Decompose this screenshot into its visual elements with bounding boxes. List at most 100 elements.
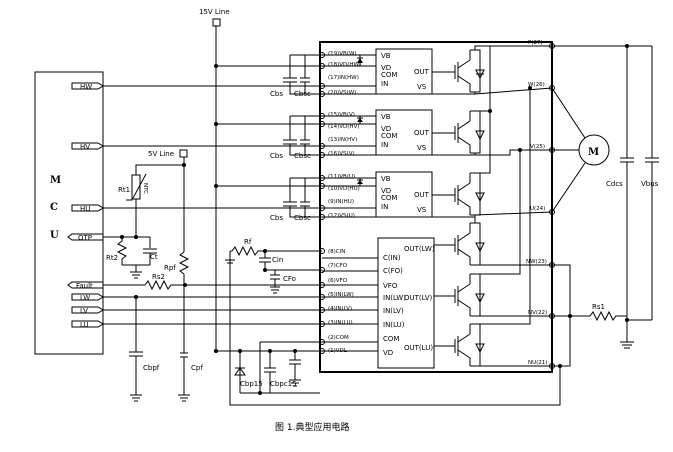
svg-text:V(25): V(25) <box>530 144 545 150</box>
svg-text:VD: VD <box>381 125 391 133</box>
external-power-stage: Cdcs Vbus M Rs1 <box>229 44 659 406</box>
svg-text:COM: COM <box>381 194 397 202</box>
svg-text:NV(22): NV(22) <box>528 310 547 316</box>
svg-text:NU(21): NU(21) <box>528 360 547 366</box>
svg-text:LW: LW <box>80 294 90 302</box>
svg-text:Rt1: Rt1 <box>118 186 130 194</box>
mcu-signal-fault: Fault <box>67 281 104 290</box>
supply-15v: 15V Line <box>199 8 322 353</box>
supply-5v-label: 5V Line <box>148 150 174 158</box>
svg-text:IN: IN <box>381 203 388 211</box>
svg-text:OUT: OUT <box>414 68 430 76</box>
svg-text:(2)COM: (2)COM <box>328 335 349 341</box>
svg-text:(19)VB(W): (19)VB(W) <box>328 51 357 57</box>
bootstrap-diodes <box>357 55 363 186</box>
svg-text:VS: VS <box>417 144 427 152</box>
svg-text:(18)VD(HW): (18)VD(HW) <box>328 62 361 68</box>
cbpf-capacitor: Cbpf <box>129 297 160 402</box>
mcu-signal-hw: HW <box>71 82 104 91</box>
svg-text:Cbs: Cbs <box>270 214 283 222</box>
ntc-thermistor-rt1: Rt1 NTC <box>118 173 148 237</box>
svg-text:VFO: VFO <box>383 282 398 290</box>
svg-text:(15)VB(V): (15)VB(V) <box>328 112 355 118</box>
svg-text:IN(LW): IN(LW) <box>383 294 406 302</box>
svg-text:Rt2: Rt2 <box>106 254 118 262</box>
svg-text:IN(LV): IN(LV) <box>383 307 404 315</box>
rf-cin-network: Rf Cin <box>225 238 322 272</box>
svg-text:COM: COM <box>383 335 399 343</box>
svg-text:IN: IN <box>381 141 388 149</box>
svg-text:Fault: Fault <box>76 282 93 290</box>
svg-text:OUT(LV): OUT(LV) <box>404 294 433 302</box>
cpf-capacitor: Cpf <box>178 352 203 402</box>
svg-text:Cbs: Cbs <box>270 152 283 160</box>
svg-text:Rs2: Rs2 <box>152 273 165 281</box>
svg-text:LU: LU <box>80 321 89 329</box>
supply-15v-label: 15V Line <box>199 8 230 16</box>
svg-text:Cbpc15: Cbpc15 <box>270 380 297 388</box>
hv-driver-w: VB VD COM IN OUT VS (19)VB(W) (18)VD(HW)… <box>319 48 433 97</box>
svg-text:(5)IN(LW): (5)IN(LW) <box>328 292 354 298</box>
svg-text:Rf: Rf <box>244 238 252 246</box>
svg-text:(8)CIN: (8)CIN <box>328 249 345 255</box>
svg-text:NW(23): NW(23) <box>526 259 547 265</box>
mcu-letter-c: C <box>50 202 58 213</box>
mcu-signal-hu: HU <box>71 204 104 213</box>
bootstrap-caps: Cbs Cbsc Cbs Cbsc Cbs Cbsc <box>270 54 322 222</box>
svg-text:Cpf: Cpf <box>191 364 203 372</box>
igbt-bridge <box>432 45 553 367</box>
svg-text:IN(LU): IN(LU) <box>383 321 405 329</box>
svg-text:W(26): W(26) <box>528 82 545 88</box>
mcu-signal-otp: OTP <box>67 233 104 242</box>
svg-text:(10)VD(HU): (10)VD(HU) <box>328 186 360 192</box>
svg-text:VB: VB <box>381 175 391 183</box>
svg-text:(17)IN(HW): (17)IN(HW) <box>328 75 359 81</box>
hv-driver-v: VB VD COM IN OUT VS (15)VB(V) (14)VD(HV)… <box>319 109 433 158</box>
svg-text:(11)VB(U): (11)VB(U) <box>328 174 355 180</box>
svg-text:(20)VS(W): (20)VS(W) <box>328 90 356 96</box>
svg-text:COM: COM <box>381 132 397 140</box>
mcu-signal-lv: LV <box>71 306 104 315</box>
svg-text:VD: VD <box>383 349 393 357</box>
svg-text:VS: VS <box>417 83 427 91</box>
svg-text:IN: IN <box>381 80 388 88</box>
svg-text:VD: VD <box>381 64 391 72</box>
mcu-block: M C U HW HV HU OTP Fault LW LV <box>34 71 104 355</box>
svg-text:Cin: Cin <box>272 256 283 264</box>
mcu-letter-u: U <box>50 230 59 241</box>
svg-text:Cbpf: Cbpf <box>143 364 160 372</box>
mcu-signal-lu: LU <box>71 320 104 329</box>
svg-text:Cbsc: Cbsc <box>294 214 311 222</box>
vdl-bypass-network: Cbp15 Cbpc15 <box>234 341 322 395</box>
svg-text:C(IN): C(IN) <box>383 254 401 262</box>
rs2-resistor: Rs2 <box>144 273 178 291</box>
svg-text:Ct: Ct <box>150 253 158 261</box>
svg-text:(6)VFO: (6)VFO <box>328 278 348 284</box>
svg-text:CFo: CFo <box>283 275 296 283</box>
figure-caption: 图 1.典型应用电路 <box>275 421 349 433</box>
svg-text:(12)VS(U): (12)VS(U) <box>328 213 355 219</box>
svg-text:LV: LV <box>80 307 88 315</box>
svg-text:OTP: OTP <box>78 234 92 242</box>
svg-text:VB: VB <box>381 52 391 60</box>
svg-text:(9)IN(HU): (9)IN(HU) <box>328 199 354 205</box>
svg-text:COM: COM <box>381 71 397 79</box>
supply-5v: 5V Line Rpf <box>135 149 190 353</box>
svg-text:OUT: OUT <box>414 129 430 137</box>
signal-wires <box>103 85 322 325</box>
mcu-signal-lw: LW <box>71 293 104 302</box>
hv-driver-u: VB VD COM IN OUT VS (11)VB(U) (10)VD(HU)… <box>319 171 433 220</box>
svg-text:HV: HV <box>80 143 90 151</box>
svg-text:VB: VB <box>381 113 391 121</box>
svg-text:(13)IN(HV): (13)IN(HV) <box>328 137 357 143</box>
otp-network: Rt2 Ct <box>103 235 158 279</box>
svg-text:Cbs: Cbs <box>270 90 283 98</box>
svg-text:P(27): P(27) <box>528 40 543 46</box>
svg-text:HU: HU <box>80 205 90 213</box>
svg-text:U(24): U(24) <box>530 206 545 212</box>
svg-text:VS: VS <box>417 206 427 214</box>
rpf-label: Rpf <box>164 264 176 272</box>
cfo-capacitor: CFo <box>270 270 296 294</box>
svg-text:Vbus: Vbus <box>641 180 659 188</box>
power-pins: P(27) W(26) V(25) U(24) NW(23) NV(22) NU… <box>526 40 555 369</box>
